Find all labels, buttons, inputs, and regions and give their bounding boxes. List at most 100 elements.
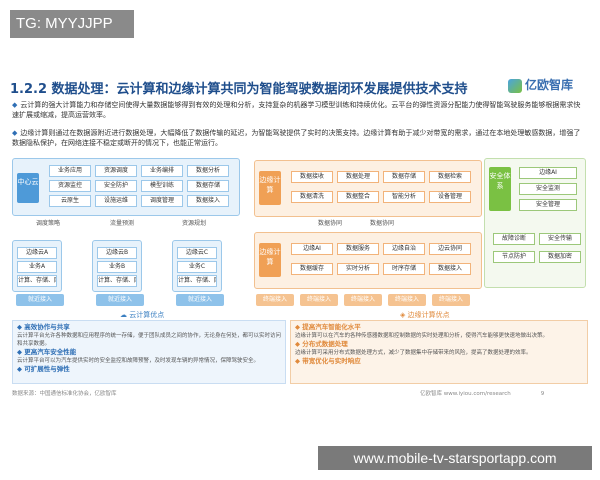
note-text: 云计算平台允许各种数据和应用程序的统一存储，便于团队成员之间的协作，无论身在何处… xyxy=(17,333,282,347)
cloud-cell: 模型训练 xyxy=(141,180,183,192)
note-text: 边缘计算可采用分布式数据处理方式，减少了数据集中存储带来的风险，提高了数据处理的… xyxy=(295,350,532,356)
edge-advantages: ◆ 提高汽车智能化水平 边缘计算可以在汽车的各种传感器数据和控制数据的实时处理和… xyxy=(290,320,588,384)
security-cell: 安全传输 xyxy=(539,233,581,245)
edge-panel-top: 边缘计算 数据接收 数据处理 数据存储 数据检索 数据清洗 数据整合 智能分析 … xyxy=(254,160,482,217)
terminal-pill: 终端接入 xyxy=(432,294,470,306)
edge-unit-label: 边缘云B xyxy=(97,247,137,259)
edge-cell: 数据缓存 xyxy=(291,263,333,275)
cloud-cell: 数据分析 xyxy=(187,165,229,177)
bullet-text: 边缘计算则通过在数据源附近进行数据处理，大幅降低了数据传输的延迟，为智能驾驶提供… xyxy=(12,129,581,147)
bullet-diamond-icon: ◆ xyxy=(12,101,18,109)
mid-label: 流量预测 xyxy=(110,220,135,227)
cloud-cell: 云原生 xyxy=(49,195,91,207)
cloud-cell: 资源监控 xyxy=(49,180,91,192)
note-heading: ◆ 更高汽车安全性能 xyxy=(17,348,77,356)
edge-caption: ◈ 边缘计算优点 xyxy=(400,310,450,320)
edge-cell: 数据处理 xyxy=(337,171,379,183)
security-label: 安全体系 xyxy=(489,167,511,211)
edge-cell: 数据服务 xyxy=(337,243,379,255)
cloud-icon: ☁ xyxy=(120,311,130,319)
cloud-advantages: ◆ 高效协作与共享 云计算平台允许各种数据和应用程序的统一存储，便于团队成员之间… xyxy=(12,320,286,384)
edge-label: 边缘计算 xyxy=(259,243,281,277)
access-pill: 就近接入 xyxy=(176,294,224,306)
footer-brand: 亿欧智库 www.iyiou.com/research xyxy=(420,391,511,397)
edge-unit-label: 边缘云C xyxy=(177,247,217,259)
logo-text: 亿欧智库 xyxy=(525,78,574,92)
watermark-banner: www.mobile-tv-starsportapp.com xyxy=(318,446,592,470)
mid-label: 数据协同 xyxy=(370,220,395,227)
note-text: 云计算平台可以为汽车提供实时的安全监控和故障预警，及时发现车辆的异常情况，保障驾… xyxy=(17,358,260,364)
cloud-caption: ☁ 云计算优点 xyxy=(120,310,164,320)
bullet-2: ◆边缘计算则通过在数据源附近进行数据处理，大幅降低了数据传输的延迟，为智能驾驶提… xyxy=(12,128,584,148)
note-heading: ◆ 提高汽车智能化水平 xyxy=(295,323,361,331)
mid-label: 调度策略 xyxy=(36,220,61,227)
edge-cell: 时序存储 xyxy=(383,263,425,275)
access-pill: 就近接入 xyxy=(96,294,144,306)
edge-cell: 边缘自治 xyxy=(383,243,425,255)
edge-cell: 设备管理 xyxy=(429,191,471,203)
cloud-panel: 中心云 业务应用 资源调度 业务编排 数据分析 资源监控 安全防护 模型训练 数… xyxy=(12,158,240,216)
edge-unit-item: 计算、存储、网络 xyxy=(177,275,217,287)
terminal-pill: 终端接入 xyxy=(256,294,294,306)
terminal-pill: 终端接入 xyxy=(300,294,338,306)
edge-cell: 数据整合 xyxy=(337,191,379,203)
logo-icon xyxy=(508,78,522,93)
security-cell: 故障诊断 xyxy=(493,233,535,245)
edge-unit-item: 计算、存储、网络 xyxy=(17,275,57,287)
cloud-caption-text: 云计算优点 xyxy=(129,311,165,319)
edge-units: 边缘云A 业务A 计算、存储、网络 边缘云B 业务B 计算、存储、网络 边缘云C… xyxy=(12,240,242,292)
mid-label: 数据协同 xyxy=(318,220,343,227)
bullet-text: 云计算的强大计算能力和存储空间使得大量数据能够得到有效的处理和分析，支持复杂的机… xyxy=(12,101,581,119)
note-heading: ◆ 高效协作与共享 xyxy=(17,323,70,331)
edge-unit: 边缘云C 业务C 计算、存储、网络 xyxy=(172,240,222,292)
edge-label: 边缘计算 xyxy=(259,171,281,205)
edge-unit-label: 边缘云A xyxy=(17,247,57,259)
edge-panel-bottom: 边缘计算 边缘AI 数据服务 边缘自治 边云协同 数据缓存 实时分析 时序存储 … xyxy=(254,232,482,289)
edge-cell: 实时分析 xyxy=(337,263,379,275)
edge-unit-item: 业务B xyxy=(97,261,137,273)
note-heading: ◆ 带宽优化与实时响应 xyxy=(295,357,361,365)
cloud-cell: 安全防护 xyxy=(95,180,137,192)
security-cell: 安全监测 xyxy=(519,183,577,195)
edge-icon: ◈ xyxy=(400,311,408,319)
overlay-tag: TG: MYYJJPP xyxy=(10,10,134,38)
cloud-cell: 资源调度 xyxy=(95,165,137,177)
terminal-pill: 终端接入 xyxy=(344,294,382,306)
edge-unit-item: 计算、存储、网络 xyxy=(97,275,137,287)
cloud-cell: 数据存储 xyxy=(187,180,229,192)
cloud-cell: 业务应用 xyxy=(49,165,91,177)
mid-label: 资源规划 xyxy=(182,220,207,227)
bullet-diamond-icon: ◆ xyxy=(12,129,18,137)
note-text: 边缘计算可以在汽车的各种传感器数据和控制数据的实时处理和分析，使得汽车能够更快速… xyxy=(295,333,549,339)
cloud-cell: 数据接入 xyxy=(187,195,229,207)
edge-cell: 数据清洗 xyxy=(291,191,333,203)
edge-cell: 数据接收 xyxy=(291,171,333,183)
access-pill: 就近接入 xyxy=(16,294,64,306)
note-heading: ◆ 分布式数据处理 xyxy=(295,340,348,348)
security-cell: 节点防护 xyxy=(493,251,535,263)
edge-caption-text: 边缘计算优点 xyxy=(407,311,450,319)
cloud-cell: 业务编排 xyxy=(141,165,183,177)
note-heading: ◆ 可扩展性与弹性 xyxy=(17,365,70,373)
bullet-1: ◆云计算的强大计算能力和存储空间使得大量数据能够得到有效的处理和分析，支持复杂的… xyxy=(12,100,584,120)
edge-cell: 边缘AI xyxy=(291,243,333,255)
edge-cell: 边云协同 xyxy=(429,243,471,255)
edge-unit: 边缘云B 业务B 计算、存储、网络 xyxy=(92,240,142,292)
edge-cell: 智能分析 xyxy=(383,191,425,203)
brand-logo: 亿欧智库 xyxy=(508,76,573,93)
cloud-label: 中心云 xyxy=(17,173,39,203)
source-footnote: 数据来源：中国通信标准化协会，亿欧智库 xyxy=(12,391,117,397)
security-cell: 边缘AI xyxy=(519,167,577,179)
terminal-pill: 终端接入 xyxy=(388,294,426,306)
edge-unit-item: 业务C xyxy=(177,261,217,273)
slide-title: 1.2.2 数据处理：云计算和边缘计算共同为智能驾驶数据闭环发展提供技术支持 xyxy=(10,82,468,97)
edge-unit: 边缘云A 业务A 计算、存储、网络 xyxy=(12,240,62,292)
edge-cell: 数据接入 xyxy=(429,263,471,275)
page-number: 9 xyxy=(540,391,545,397)
footer-right: 亿欧智库 www.iyiou.com/research 9 xyxy=(420,389,544,397)
edge-cell: 数据存储 xyxy=(383,171,425,183)
edge-unit-item: 业务A xyxy=(17,261,57,273)
security-cell: 安全管理 xyxy=(519,199,577,211)
cloud-cell: 设施运维 xyxy=(95,195,137,207)
edge-cell: 数据检索 xyxy=(429,171,471,183)
